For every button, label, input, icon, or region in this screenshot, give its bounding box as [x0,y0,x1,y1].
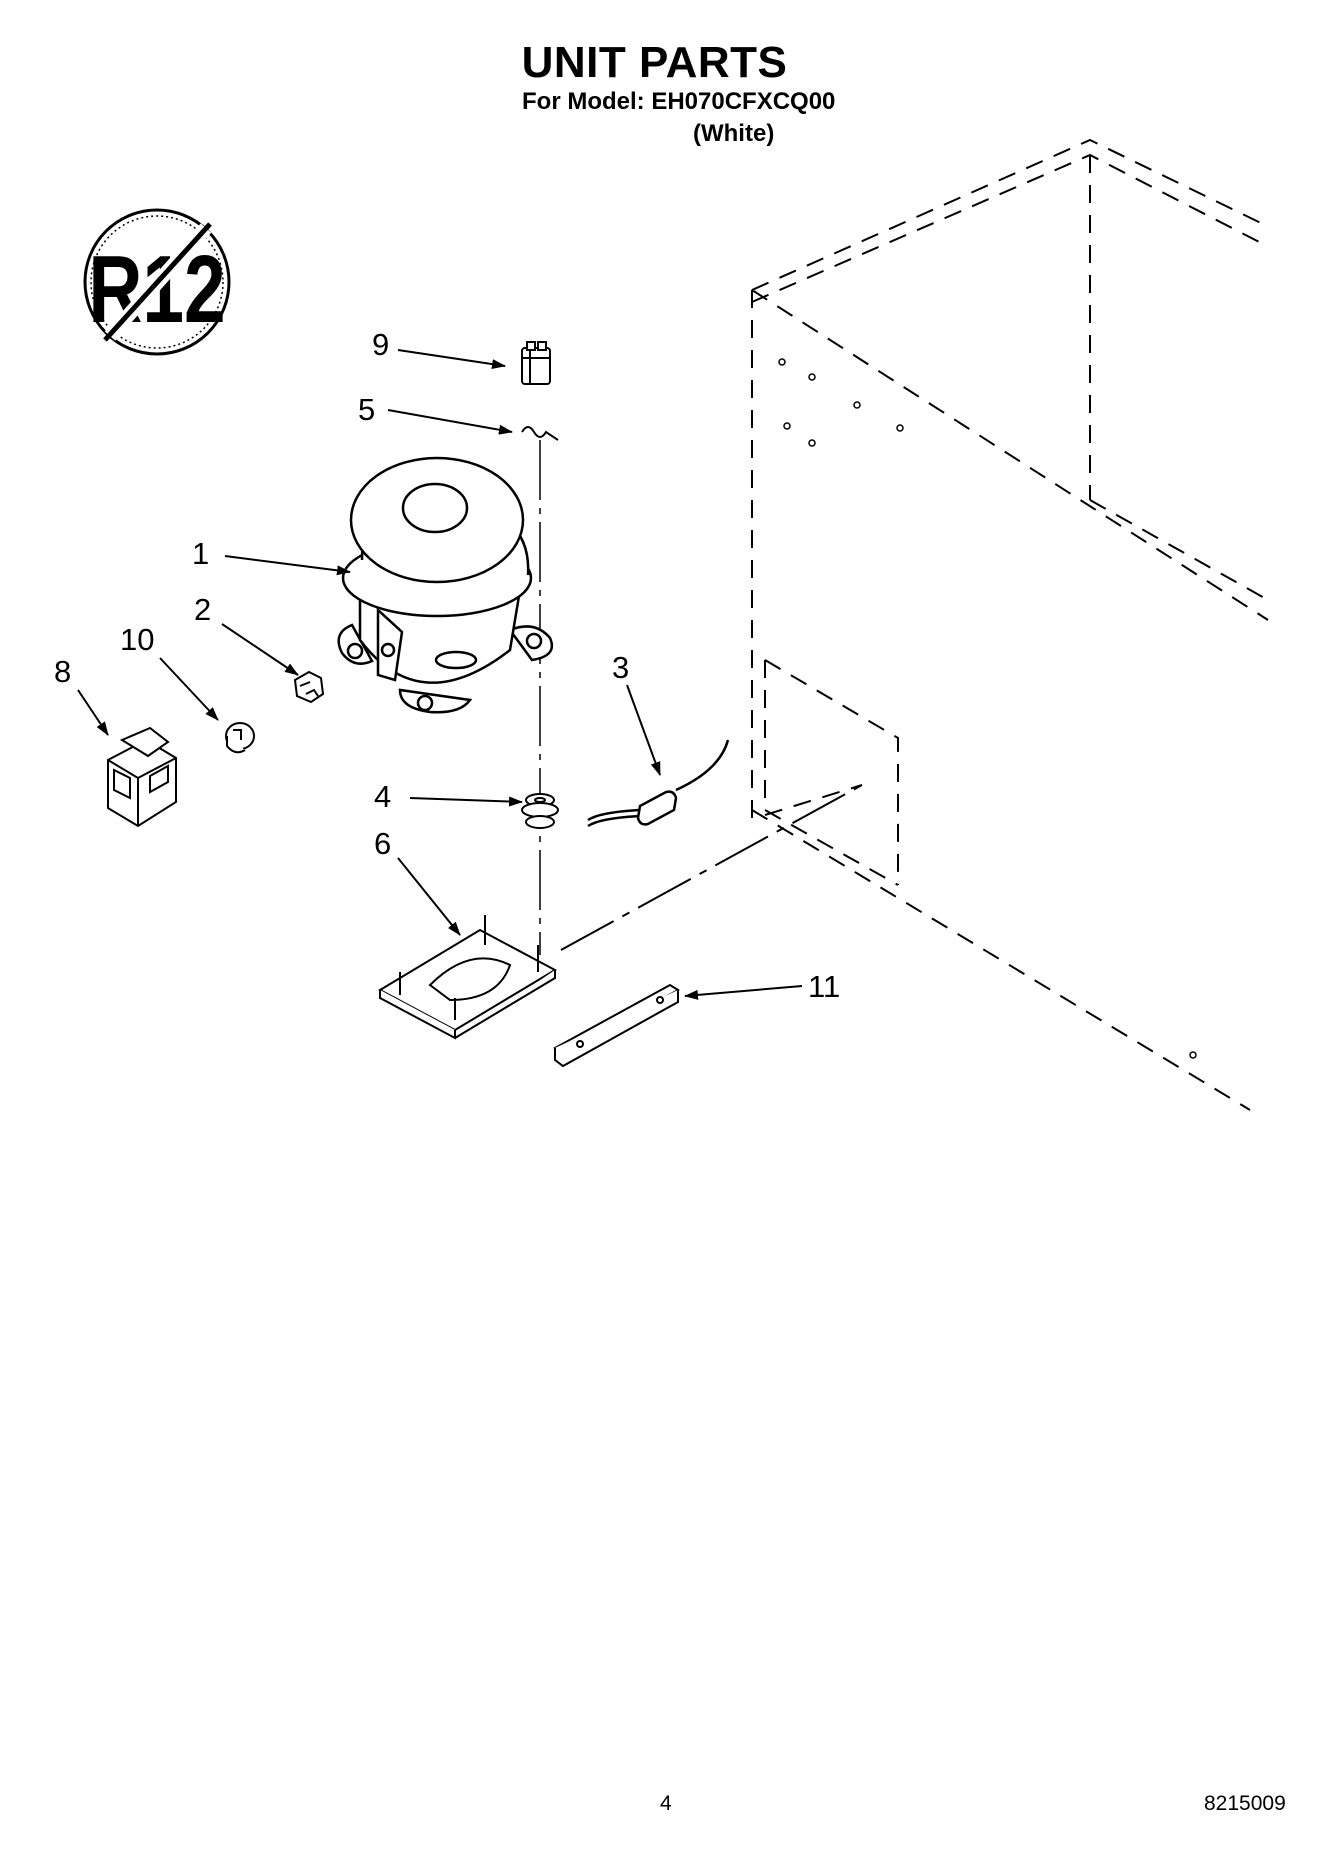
callout-5: 5 [358,392,375,427]
color-variant: (White) [693,120,775,147]
callout-4: 4 [374,779,391,814]
model-number: For Model: EH070CFXCQ00 [522,88,836,115]
callout-arrows [77,349,803,1000]
callout-10: 10 [120,622,154,657]
callout-11: 11 [808,969,840,1004]
support-bracket-part [553,983,680,1068]
terminal-cover-part [225,722,255,754]
overload-clip-part [293,670,325,704]
callout-8: 8 [54,654,71,689]
page-title: UNIT PARTS [521,38,788,87]
callout-2: 2 [194,592,211,627]
page-number: 4 [660,1792,672,1815]
grommet-part [521,793,559,829]
capacitor-part [521,341,551,385]
no-r12-refrigerant-icon: R12 [83,208,231,356]
compressor-base-plate-part [377,915,558,1040]
callout-9: 9 [372,327,389,362]
cabinet-outline [751,138,1269,1111]
cabinet-screw-holes [778,358,1197,1059]
callout-3: 3 [612,650,629,685]
tube-route-line [560,784,863,951]
callout-1: 1 [192,536,209,571]
document-number: 8215009 [1204,1792,1286,1815]
mounting-clip-part [521,426,559,441]
relay-part [107,726,177,828]
compressor-part [337,456,554,714]
drier-tube-part [587,739,730,828]
callout-6: 6 [374,826,391,861]
